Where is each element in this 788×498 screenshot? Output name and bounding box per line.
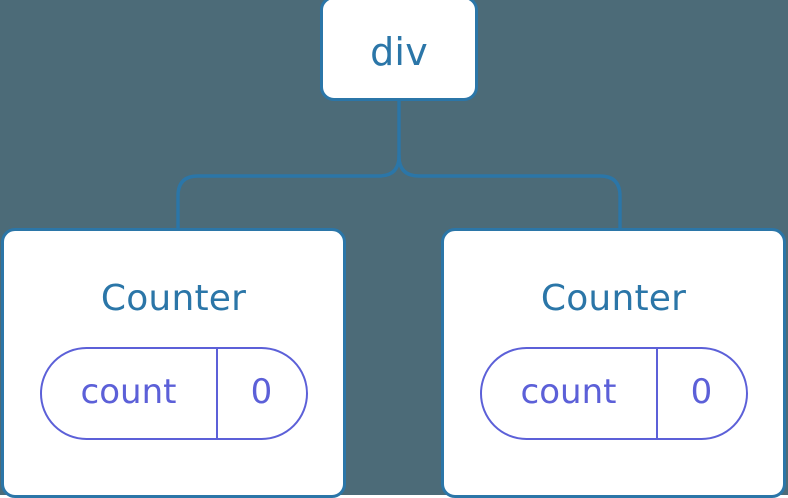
counter-1-label: Counter [100, 278, 247, 319]
counter-2-state-key-label: count [520, 371, 617, 412]
counter-1-state-value-label: 0 [250, 371, 273, 412]
node-counter-1[interactable]: Counter count 0 [1, 228, 346, 498]
node-root-div[interactable]: div [320, 0, 478, 101]
counter-2-label: Counter [540, 278, 687, 319]
node-counter-2[interactable]: Counter count 0 [441, 228, 786, 498]
counter-1-state-pill[interactable]: count 0 [39, 347, 308, 440]
counter-2-state-key: count [482, 349, 658, 438]
root-label: div [370, 29, 428, 74]
counter-2-state-value-label: 0 [690, 371, 713, 412]
counter-2-state-pill[interactable]: count 0 [479, 347, 748, 440]
counter-2-state-value: 0 [658, 349, 746, 438]
counter-1-state-key: count [42, 349, 218, 438]
counter-1-state-value: 0 [218, 349, 306, 438]
counter-1-state-key-label: count [80, 371, 177, 412]
